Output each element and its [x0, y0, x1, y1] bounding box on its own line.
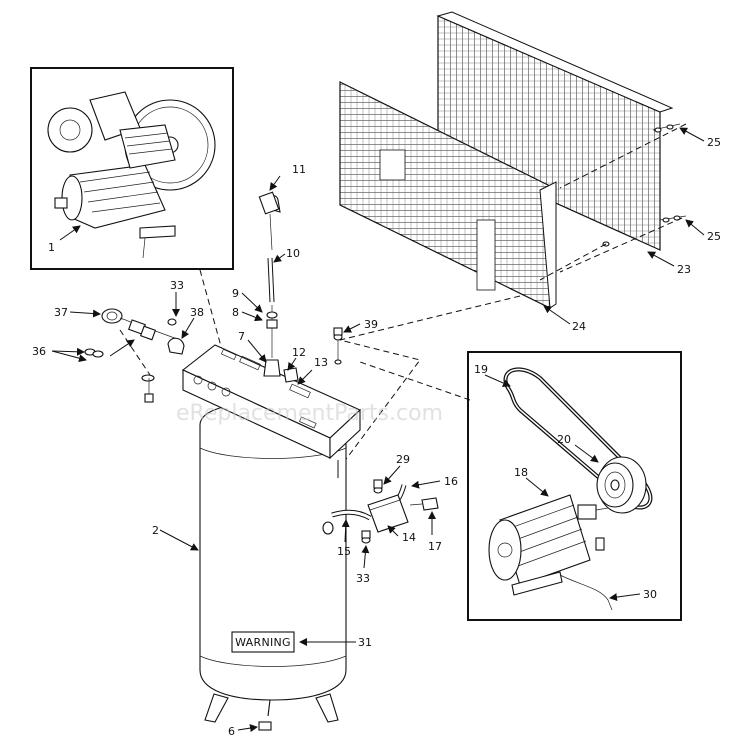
callout-6: 6: [228, 725, 235, 738]
pulley: [596, 456, 647, 514]
callout-16: 16: [444, 475, 458, 488]
callout-39: 39: [364, 318, 378, 331]
leader-lines: [51, 127, 705, 646]
aftercooler-tube: [258, 191, 299, 383]
callout-25-top: 25: [707, 136, 721, 149]
left-dashed: [119, 329, 151, 376]
saddle-bracket: [181, 344, 361, 478]
callout-labels: 1 2 6 7 8 9 10 11 12 13 14 15 16 17 18 1…: [32, 136, 721, 738]
callout-14: 14: [402, 531, 416, 544]
callout-23: 23: [677, 263, 691, 276]
callout-8: 8: [232, 306, 239, 319]
callout-1: 1: [48, 241, 55, 254]
callout-30: 30: [643, 588, 657, 601]
callout-9: 9: [232, 287, 239, 300]
safety-valve-group: [84, 308, 185, 403]
watermark: eReplacementParts.com: [176, 401, 443, 426]
callout-18: 18: [514, 466, 528, 479]
callout-31: 31: [358, 636, 372, 649]
pump-dashed-line: [199, 269, 223, 351]
callout-19: 19: [474, 363, 488, 376]
callout-38: 38: [190, 306, 204, 319]
pressure-switch-group: [322, 327, 439, 544]
callout-10: 10: [286, 247, 300, 260]
callout-24: 24: [572, 320, 586, 333]
motor: [488, 494, 613, 611]
motor-dashed-line: [359, 361, 471, 401]
callout-29: 29: [396, 453, 410, 466]
callout-13: 13: [314, 356, 328, 369]
callout-12: 12: [292, 346, 306, 359]
callout-7: 7: [238, 330, 245, 343]
motor-inset: [467, 351, 682, 621]
callout-17: 17: [428, 540, 442, 553]
callout-37: 37: [54, 306, 68, 319]
belt-guard-rear: [436, 11, 674, 251]
guard-fasteners: [602, 123, 687, 247]
guard-dashed-lines: [337, 123, 687, 471]
callout-25-bottom: 25: [707, 230, 721, 243]
callout-20: 20: [557, 433, 571, 446]
callout-15: 15: [337, 545, 351, 558]
pump-assembly-drawing: [47, 91, 216, 259]
belt-guard-front: [339, 81, 557, 309]
callout-33-bottom: 33: [356, 572, 370, 585]
drain-valve: [237, 721, 272, 733]
callout-33-top: 33: [170, 279, 184, 292]
callout-36: 36: [32, 345, 46, 358]
pump-inset: [30, 67, 234, 270]
callout-11: 11: [292, 163, 306, 176]
callout-2: 2: [152, 524, 159, 537]
warning-label: WARNING: [235, 636, 291, 649]
